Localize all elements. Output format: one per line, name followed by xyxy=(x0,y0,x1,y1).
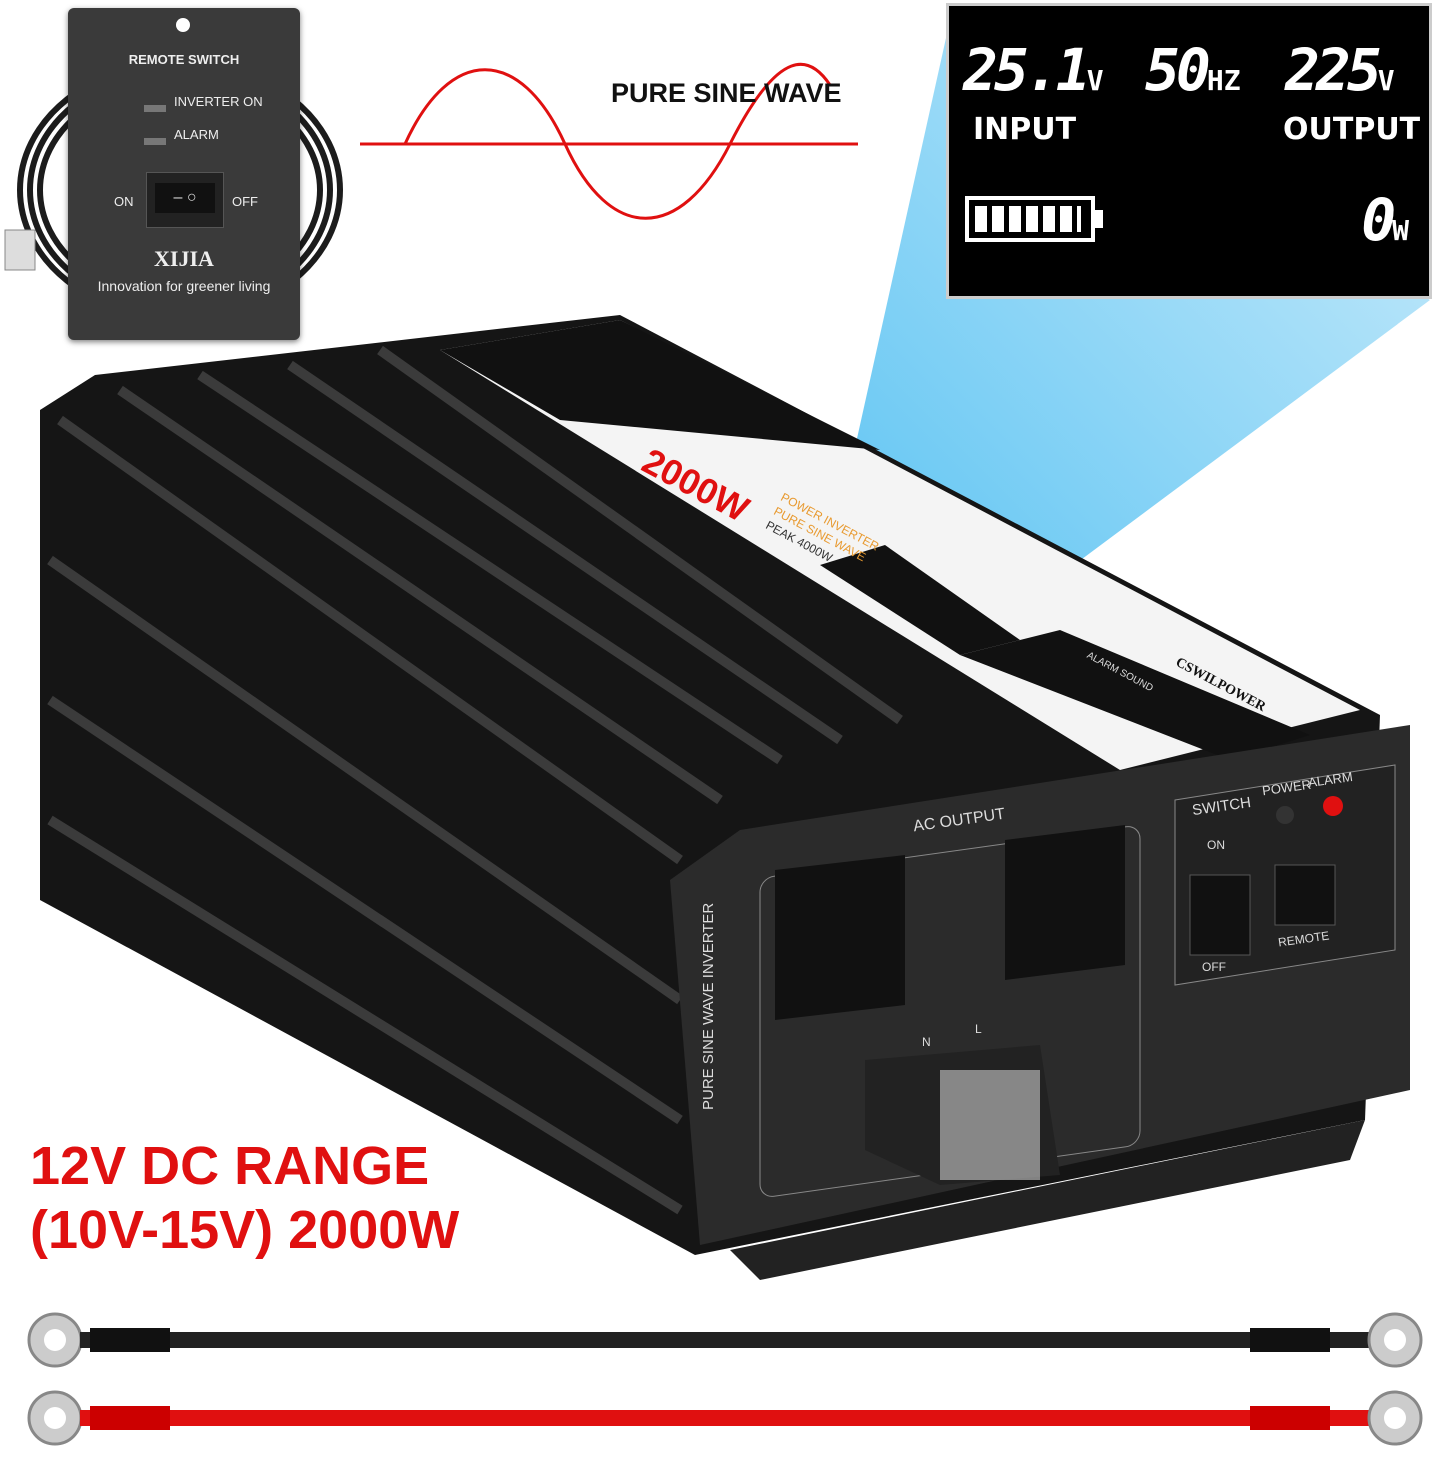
remote-switch-panel: REMOTE SWITCH INVERTER ON ALARM ON – ○ O… xyxy=(68,8,300,340)
terminal-l-label: L xyxy=(975,1022,982,1036)
off-label: OFF xyxy=(232,194,258,209)
ac-outlet-1 xyxy=(775,855,905,1020)
rj-plug-icon xyxy=(4,229,36,271)
ac-outlet-2 xyxy=(1005,825,1125,980)
remote-port xyxy=(1274,864,1336,926)
mount-hole xyxy=(176,18,190,32)
alarm-led-front xyxy=(1323,796,1343,816)
side-label: PURE SINE WAVE INVERTER xyxy=(700,902,717,1110)
remote-tagline: Innovation for greener living xyxy=(97,278,271,294)
power-switch xyxy=(1189,874,1251,956)
rocker-switch[interactable]: – ○ xyxy=(146,172,224,228)
frequency-readout: 50HZ xyxy=(1145,36,1241,104)
inverter-lcd xyxy=(820,545,1020,655)
alarm-label: ALARM xyxy=(174,127,219,142)
alarm-led xyxy=(144,138,166,145)
input-label: INPUT xyxy=(973,112,1077,147)
input-voltage-readout: 25.1V xyxy=(963,36,1104,104)
inverter-on-label: INVERTER ON xyxy=(174,94,263,109)
output-voltage-readout: 225V xyxy=(1285,36,1395,104)
remote-brand-logo: XIJIA xyxy=(154,246,214,271)
output-label: OUTPUT xyxy=(1283,112,1421,147)
wave-label: PURE SINE WAVE xyxy=(611,78,842,108)
remote-title: REMOTE SWITCH xyxy=(128,52,240,67)
sine-wave-graphic xyxy=(360,62,858,220)
lcd-display-zoom: 25.1V 50HZ 225V INPUT OUTPUT 0W xyxy=(946,3,1432,299)
switch-off-label: OFF xyxy=(1202,960,1226,974)
battery-icon xyxy=(965,196,1103,242)
red-cable xyxy=(27,1390,1423,1446)
power-readout: 0W xyxy=(1361,186,1409,254)
terminal-n-label: N xyxy=(922,1035,931,1049)
switch-on-label: ON xyxy=(1207,838,1225,852)
battery-cables xyxy=(27,1312,1423,1446)
inverter-on-led xyxy=(144,105,166,112)
black-cable xyxy=(27,1312,1423,1368)
headline-line1: 12V DC RANGE xyxy=(30,1136,430,1196)
alarm-sound-table xyxy=(960,630,1310,760)
headline-line2: (10V-15V) 2000W xyxy=(30,1200,460,1260)
power-led xyxy=(1276,806,1294,824)
on-label: ON xyxy=(114,194,134,209)
